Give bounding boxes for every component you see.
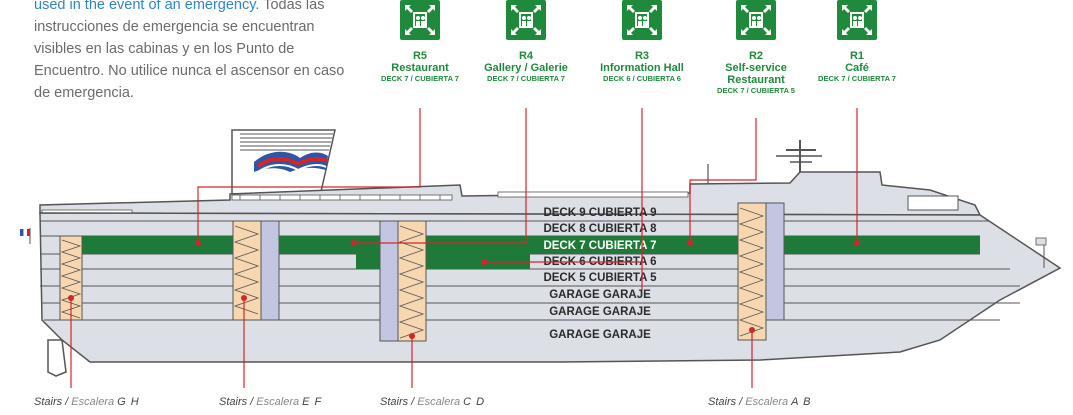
deck-label: DECK 9 CUBIERTA 9 xyxy=(543,207,656,219)
callout-r2 xyxy=(689,118,757,243)
assembly-point-r1: R1 Café DECK 7 / CUBIERTA 7 xyxy=(792,0,922,84)
assembly-point-icon xyxy=(506,0,546,40)
callout-r4 xyxy=(354,108,527,244)
assembly-point-name: Gallery / Galerie xyxy=(484,62,568,74)
assembly-point-name-line2: Restaurant xyxy=(727,74,785,86)
callout-dots xyxy=(68,240,860,339)
deck-label: DECK 8 CUBIERTA 8 xyxy=(543,223,657,235)
stairs-letters: G H xyxy=(117,396,140,408)
assembly-point-deck: DECK 7 / CUBIERTA 7 xyxy=(818,74,896,83)
assembly-point-name: Self-service xyxy=(725,62,787,74)
callout-r3 xyxy=(484,108,643,290)
assembly-point-deck: DECK 7 / CUBIERTA 7 xyxy=(381,74,459,83)
assembly-point-r5: R5 Restaurant DECK 7 / CUBIERTA 7 xyxy=(355,0,485,84)
superstructure xyxy=(39,140,982,216)
assembly-point-r3: R3 Information Hall DECK 6 / CUBIERTA 6 xyxy=(577,0,707,84)
stairs-es: Escalera xyxy=(417,396,461,408)
assembly-point-icon xyxy=(622,0,662,40)
assembly-point-deck: DECK 7 / CUBIERTA 5 xyxy=(717,86,795,95)
bow-flag-icon xyxy=(1035,237,1047,268)
stern-flag-icon xyxy=(20,228,31,244)
stairs-es: Escalera xyxy=(256,396,300,408)
deck-label: GARAGE GARAJE xyxy=(549,306,651,318)
emergency-text: Todas las instrucciones de emergencia se… xyxy=(34,0,345,101)
assembly-point-code: R1 xyxy=(849,50,865,62)
assembly-point-name: Restaurant xyxy=(391,62,449,74)
stairs-letters: A B xyxy=(791,396,812,408)
assembly-point-r2: R2 Self-service Restaurant DECK 7 / CUBI… xyxy=(691,0,821,96)
assembly-point-icon xyxy=(400,0,440,40)
funnel xyxy=(231,129,336,197)
stairs-en: Stairs xyxy=(708,396,737,408)
assembly-point-r4: R4 Gallery / Galerie DECK 7 / CUBIERTA 7 xyxy=(461,0,591,84)
stair-zigzags xyxy=(60,207,765,339)
assembly-point-icon xyxy=(736,0,776,40)
deck-label: DECK 5 CUBIERTA 5 xyxy=(543,272,657,284)
stairs-es: Escalera xyxy=(745,396,789,408)
callout-lines xyxy=(70,108,858,388)
assembly-point-name: Information Hall xyxy=(600,62,684,74)
stairs-letters: C D xyxy=(463,396,486,408)
deck-7-band xyxy=(82,236,980,254)
emergency-highlight: used in the event of an emergency. xyxy=(34,0,260,13)
stairs-en: Stairs xyxy=(34,396,63,408)
assembly-point-name: Café xyxy=(845,62,869,74)
assembly-point-code: R4 xyxy=(518,50,534,62)
assembly-point-code: R2 xyxy=(748,50,764,62)
assembly-point-code: R5 xyxy=(412,50,428,62)
assembly-point-deck: DECK 7 / CUBIERTA 7 xyxy=(487,74,565,83)
stairs-en: Stairs xyxy=(219,396,248,408)
deck-label: DECK 7 CUBIERTA 7 xyxy=(543,240,656,252)
assembly-point-icon xyxy=(837,0,877,40)
stairs-en: Stairs xyxy=(380,396,409,408)
assembly-point-deck: DECK 6 / CUBIERTA 6 xyxy=(603,74,681,83)
emergency-instructions-text: used in the event of an emergency. Todas… xyxy=(34,0,364,104)
rudder xyxy=(47,339,67,377)
deck-label: GARAGE GARAJE xyxy=(549,329,651,341)
callout-r5 xyxy=(197,108,421,242)
assembly-point-code: R3 xyxy=(634,50,650,62)
stairs-es: Escalera xyxy=(71,396,115,408)
deck-label: GARAGE GARAJE xyxy=(549,289,651,301)
stairs-letters: E F xyxy=(302,396,323,408)
